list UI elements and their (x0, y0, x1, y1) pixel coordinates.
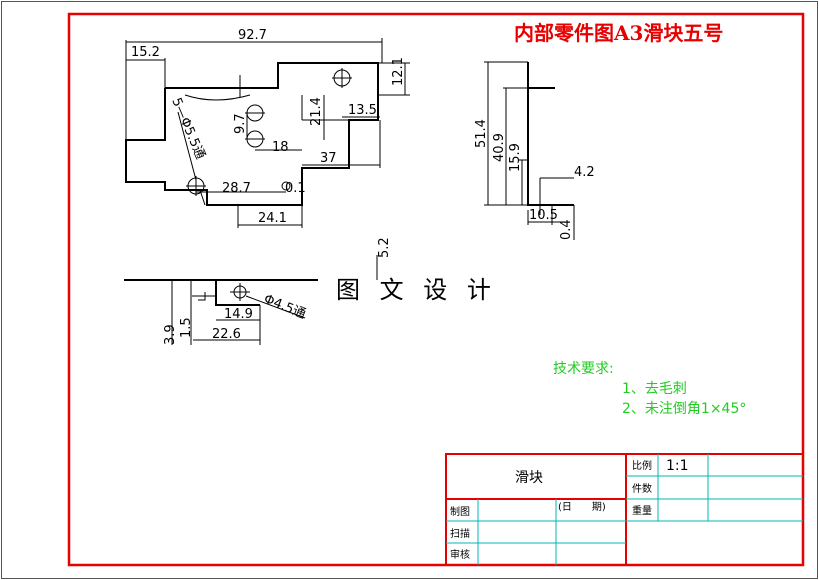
dim-3-9: 3.9 (163, 324, 178, 345)
scale-label: 比例 (632, 459, 652, 472)
dim-18: 18 (272, 140, 289, 155)
dim-92-7: 92.7 (238, 28, 267, 43)
drawing-title: 内部零件图A3滑块五号 (514, 21, 723, 45)
dim-21-4: 21.4 (309, 97, 324, 126)
dim-15-9: 15.9 (508, 143, 523, 172)
review-label: 审核 (450, 548, 470, 561)
dim-hole-small: Φ4.5通 (262, 292, 308, 322)
top-view (124, 255, 378, 345)
dim-22-6: 22.6 (212, 327, 241, 342)
dim-28-7: 28.7 (222, 181, 251, 196)
dim-12-1: 12.1 (391, 57, 406, 86)
drawing-frame (67, 12, 805, 567)
dim-holes: 5—Φ5.5通 (168, 96, 207, 162)
weight-label: 重量 (632, 504, 652, 517)
dim-13-5: 13.5 (348, 103, 377, 118)
dim-0-4: 0.4 (559, 219, 574, 240)
front-view (125, 38, 410, 228)
side-view (484, 61, 575, 240)
dim-10-5: 10.5 (529, 208, 558, 223)
dim-5-2: 5.2 (377, 237, 392, 258)
title-block (445, 453, 804, 566)
watermark-text: 图 文 设 计 (336, 276, 497, 304)
scan-label: 扫描 (450, 527, 470, 540)
count-label: 件数 (632, 482, 652, 495)
dim-14-9: 14.9 (224, 307, 253, 322)
dim-4-2: 4.2 (574, 165, 595, 180)
dim-1-5: 1.5 (179, 317, 194, 338)
dim-40-9: 40.9 (492, 133, 507, 162)
date-label: (日 期) (558, 501, 606, 513)
notes-item-1: 1、去毛刺 (622, 381, 687, 397)
dim-15-2: 15.2 (131, 45, 160, 60)
dim-0-1: 0.1 (285, 181, 306, 196)
dim-37: 37 (320, 151, 337, 166)
notes-heading: 技术要求: (553, 361, 614, 377)
dim-24-1: 24.1 (258, 211, 287, 226)
part-name: 滑块 (515, 469, 543, 486)
dim-51-4: 51.4 (474, 119, 489, 148)
scale-value: 1:1 (666, 458, 689, 474)
drawn-label: 制图 (450, 505, 470, 518)
notes-item-2: 2、未注倒角1×45° (622, 401, 746, 417)
dim-9-7: 9.7 (233, 113, 248, 134)
